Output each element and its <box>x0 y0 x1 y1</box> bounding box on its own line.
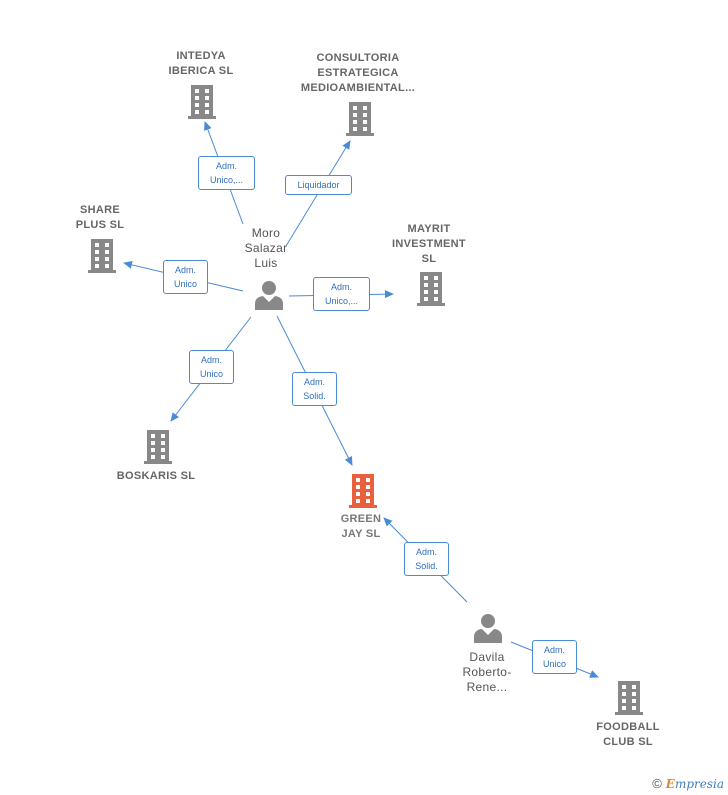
edge-label-moro-boskaris[interactable]: Adm. Unico <box>189 350 234 384</box>
edge-label-davila-foodball[interactable]: Adm. Unico <box>532 640 577 674</box>
edge-label-moro-mayrit[interactable]: Adm. Unico,... <box>313 277 370 311</box>
node-label-intedya[interactable]: INTEDYA IBERICA SL <box>168 50 234 77</box>
building-icon[interactable] <box>415 272 447 306</box>
person-icon[interactable] <box>473 613 503 643</box>
watermark: ©Empresia <box>652 776 724 791</box>
building-icon[interactable] <box>613 681 645 715</box>
person-icon[interactable] <box>254 280 284 310</box>
building-icon[interactable] <box>186 85 218 119</box>
building-icon[interactable] <box>86 239 118 273</box>
brand-initial: E <box>665 777 675 791</box>
building-icon[interactable] <box>344 102 376 136</box>
brand-name: mpresia <box>674 777 724 791</box>
copyright-symbol: © <box>652 776 662 791</box>
building-icon[interactable] <box>142 430 174 464</box>
node-label-moro[interactable]: Moro Salazar Luis <box>244 226 288 270</box>
node-label-foodball[interactable]: FOODBALL CLUB SL <box>596 721 660 748</box>
node-label-green-jay[interactable]: GREEN JAY SL <box>340 513 382 540</box>
node-label-mayrit[interactable]: MAYRIT INVESTMENT SL <box>392 223 466 265</box>
building-icon[interactable] <box>347 474 379 508</box>
edge-label-davila-green-jay[interactable]: Adm. Solid. <box>404 542 449 576</box>
node-label-davila[interactable]: Davila Roberto- Rene... <box>462 650 512 694</box>
node-label-share-plus[interactable]: SHARE PLUS SL <box>75 204 125 231</box>
edge-label-moro-intedya[interactable]: Adm. Unico,... <box>198 156 255 190</box>
node-label-boskaris[interactable]: BOSKARIS SL <box>116 470 196 482</box>
edge-label-moro-share-plus[interactable]: Adm. Unico <box>163 260 208 294</box>
edge-label-moro-green-jay[interactable]: Adm. Solid. <box>292 372 337 406</box>
node-label-consultoria[interactable]: CONSULTORIA ESTRATEGICA MEDIOAMBIENTAL..… <box>300 52 416 94</box>
edge-label-moro-consultoria[interactable]: Liquidador <box>285 175 352 195</box>
